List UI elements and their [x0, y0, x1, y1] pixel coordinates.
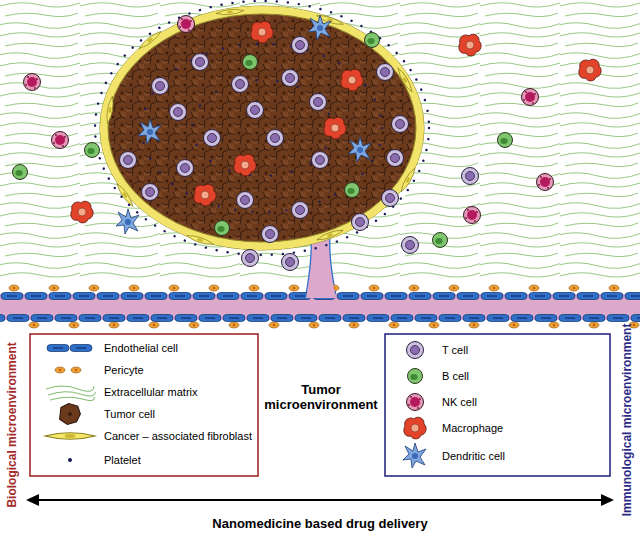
- legend-label: T cell: [442, 344, 468, 357]
- legend-label: Pericyte: [104, 364, 144, 377]
- legend-label: Endothelial cell: [104, 342, 178, 355]
- legend-label: Tumor cell: [104, 408, 155, 421]
- center-title: Tumor microenvironment: [259, 383, 383, 413]
- legend-label: Cancer – associated fibroblast: [104, 430, 252, 443]
- legend-label: Macrophage: [442, 422, 503, 435]
- side-label: Biological microenvironment: [6, 342, 20, 507]
- immune-cells: [13, 15, 602, 271]
- legend-label: Dendritic cell: [442, 450, 505, 463]
- tumor-mass: [95, 1, 429, 255]
- legend-boxes: [30, 334, 610, 476]
- legend-label: NK cell: [442, 396, 477, 409]
- legend-label: Platelet: [104, 454, 141, 467]
- double-arrow: [26, 494, 614, 506]
- legend-label: B cell: [442, 370, 469, 383]
- extracellular-matrix: [0, 0, 640, 280]
- axis-label: Nanomedicine based drug delivery: [212, 517, 427, 532]
- side-label: Immunological microenvironment: [621, 324, 635, 517]
- legend-label: Extracellular matrix: [104, 386, 198, 399]
- blood-vessel: [0, 222, 640, 329]
